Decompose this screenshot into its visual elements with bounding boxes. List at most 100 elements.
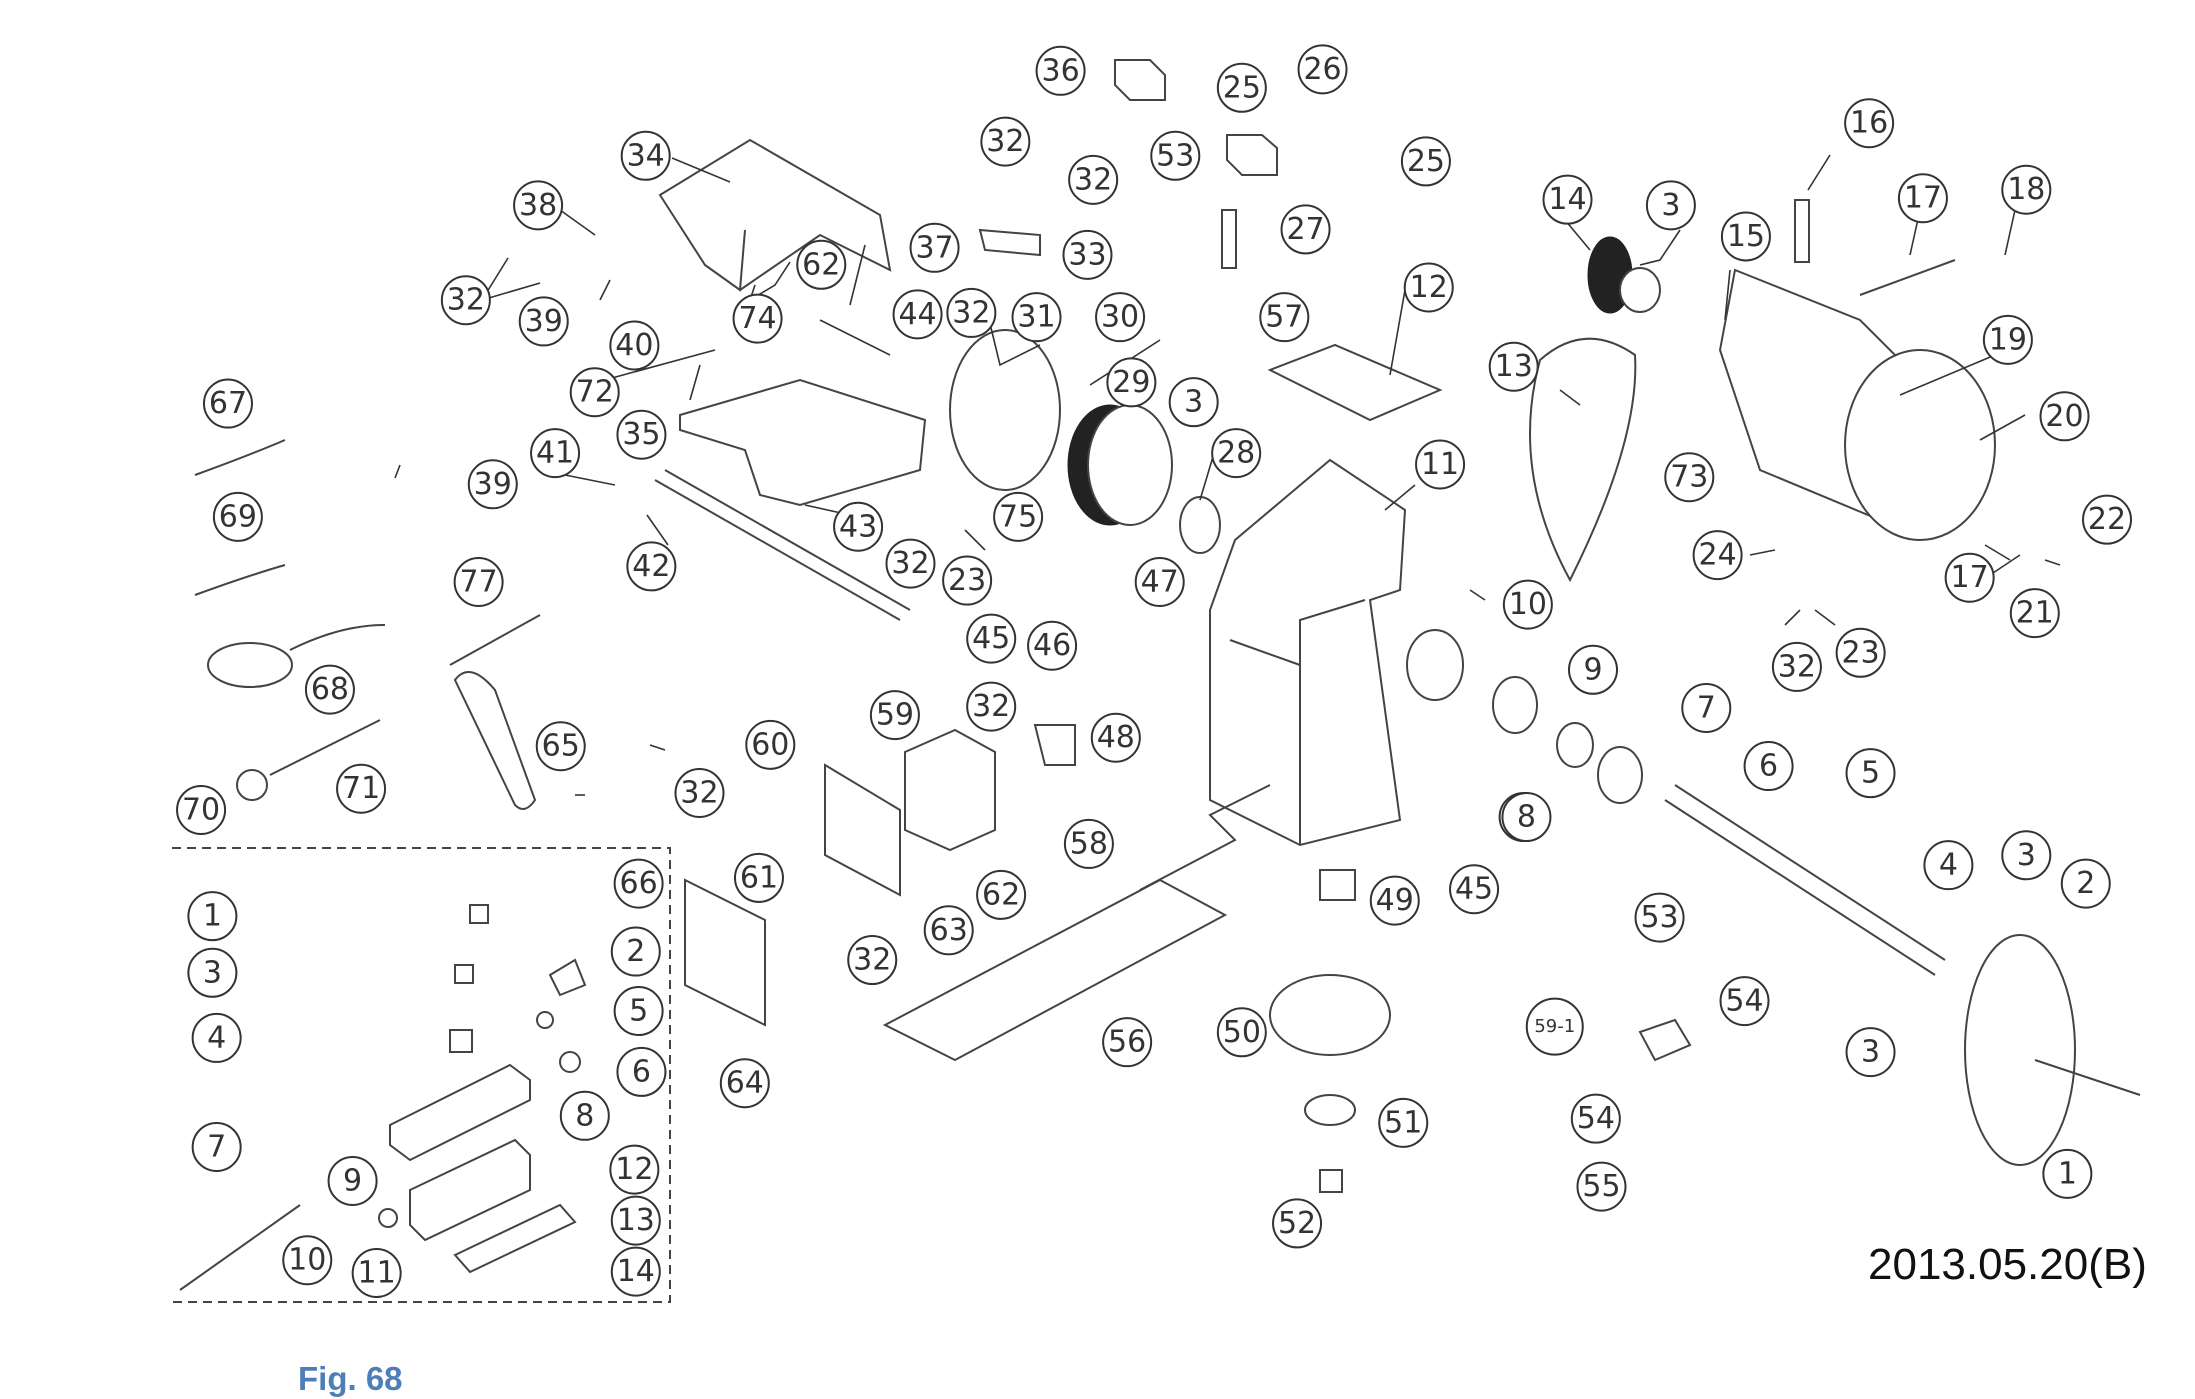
callout-label: 32 — [1074, 162, 1112, 197]
hex-nut — [1319, 1169, 1343, 1193]
callout-label: 72 — [576, 375, 614, 410]
callout-circle — [1216, 62, 1267, 113]
callout-circle — [1068, 154, 1119, 205]
callout-label: 44 — [898, 297, 936, 332]
callout-circle — [616, 409, 667, 460]
callout-part-1: 1 — [2042, 1148, 2093, 1199]
callout-label: 35 — [622, 417, 660, 452]
callout-label: 17 — [1951, 560, 1989, 595]
callout-part-65: 65 — [535, 721, 586, 772]
callout-label: 32 — [986, 124, 1024, 159]
switch-box-base — [409, 1138, 531, 1242]
callout-part-25: 25 — [1400, 136, 1451, 187]
callout-label: 1 — [203, 899, 222, 934]
motor-end-cap — [1844, 349, 1996, 541]
callout-part-5: 5 — [1845, 748, 1896, 799]
callout-label: 37 — [915, 230, 953, 265]
callout-circle — [892, 289, 943, 340]
callout-label: 6 — [1759, 749, 1778, 784]
index-plate — [1269, 974, 1391, 1056]
callout-part-53: 53 — [1150, 130, 1201, 181]
callout-label: 14 — [1548, 182, 1586, 217]
switch — [469, 904, 489, 924]
callout-label: 59-1 — [1534, 1016, 1575, 1037]
callout-label: 20 — [2045, 399, 2083, 434]
callout-circle — [616, 1046, 667, 1097]
callout-circle — [609, 1144, 660, 1195]
callout-circle — [518, 296, 569, 347]
bearing-ring — [1597, 746, 1643, 804]
callout-circle — [1488, 341, 1539, 392]
callout-circle — [1570, 1093, 1621, 1144]
knob — [559, 1051, 581, 1073]
callout-circle — [1090, 712, 1141, 763]
taper-drift — [449, 614, 541, 666]
callout-part-12: 12 — [1403, 262, 1454, 313]
callout-part-71: 71 — [336, 763, 387, 814]
gasket — [453, 1203, 577, 1274]
callout-circle — [191, 1012, 242, 1063]
callout-circle — [1297, 44, 1348, 95]
callout-circle — [212, 491, 263, 542]
callout-label: 25 — [1223, 70, 1261, 105]
vent-grille — [1267, 343, 1443, 422]
callout-circle — [1259, 292, 1310, 343]
callout-circle — [1102, 1017, 1153, 1068]
callout-circle — [187, 891, 238, 942]
callout-part-46: 46 — [1027, 620, 1078, 671]
callout-part-30: 30 — [1095, 292, 1146, 343]
callout-part-16: 16 — [1844, 98, 1895, 149]
callout-circle — [1134, 556, 1185, 607]
callout-circle — [1280, 204, 1331, 255]
callout-circle — [2042, 1148, 2093, 1199]
callout-label: 57 — [1265, 300, 1303, 335]
button — [449, 1029, 473, 1053]
callout-label: 64 — [726, 1066, 764, 1101]
callout-label: 3 — [1661, 188, 1680, 223]
callout-part-50: 50 — [1216, 1007, 1267, 1058]
coupling — [1319, 869, 1356, 901]
spanner-wrench — [453, 671, 537, 810]
callout-label: 40 — [615, 328, 653, 363]
callout-part-27: 27 — [1280, 204, 1331, 255]
callout-label: 66 — [620, 866, 658, 901]
callout-part-24: 24 — [1692, 530, 1743, 581]
callout-circle — [467, 459, 518, 510]
callout-label: 9 — [1583, 652, 1602, 687]
callout-label: 68 — [311, 672, 349, 707]
revision-date: 2013.05.20(B) — [1868, 1240, 2147, 1289]
callout-part-32: 32 — [946, 287, 997, 338]
callout-circle — [569, 367, 620, 418]
callout-label: 43 — [839, 509, 877, 544]
callout-label: 75 — [999, 499, 1037, 534]
callout-label: 6 — [632, 1054, 651, 1089]
pulley-disc — [949, 329, 1061, 491]
callout-part-39: 39 — [467, 459, 518, 510]
callout-circle — [535, 721, 586, 772]
callout-label: 23 — [1842, 635, 1880, 670]
callout-label: 32 — [680, 775, 718, 810]
clip — [548, 958, 587, 997]
callout-circle — [613, 986, 664, 1037]
bearing — [1179, 496, 1221, 554]
callout-circle — [942, 555, 993, 606]
callout-part-35: 35 — [616, 409, 667, 460]
inset-callout-part-10: 10 — [282, 1235, 333, 1286]
callout-label: 36 — [1041, 53, 1079, 88]
tray-bracket — [679, 378, 927, 507]
callout-label: 58 — [1070, 826, 1108, 861]
lock-handle — [1859, 259, 1956, 296]
callout-circle — [885, 538, 936, 589]
callout-part-62: 62 — [976, 869, 1027, 920]
callout-label: 38 — [519, 188, 557, 223]
callout-part-55: 55 — [1576, 1161, 1627, 1212]
figure-caption: Fig. 68 — [298, 1360, 403, 1397]
callout-part-75: 75 — [993, 491, 1044, 542]
locking-washer — [1304, 1094, 1356, 1126]
callout-circle — [2009, 588, 2060, 639]
callout-circle — [980, 116, 1031, 167]
callout-circle — [1216, 1007, 1267, 1058]
callout-part-17: 17 — [1944, 552, 1995, 603]
